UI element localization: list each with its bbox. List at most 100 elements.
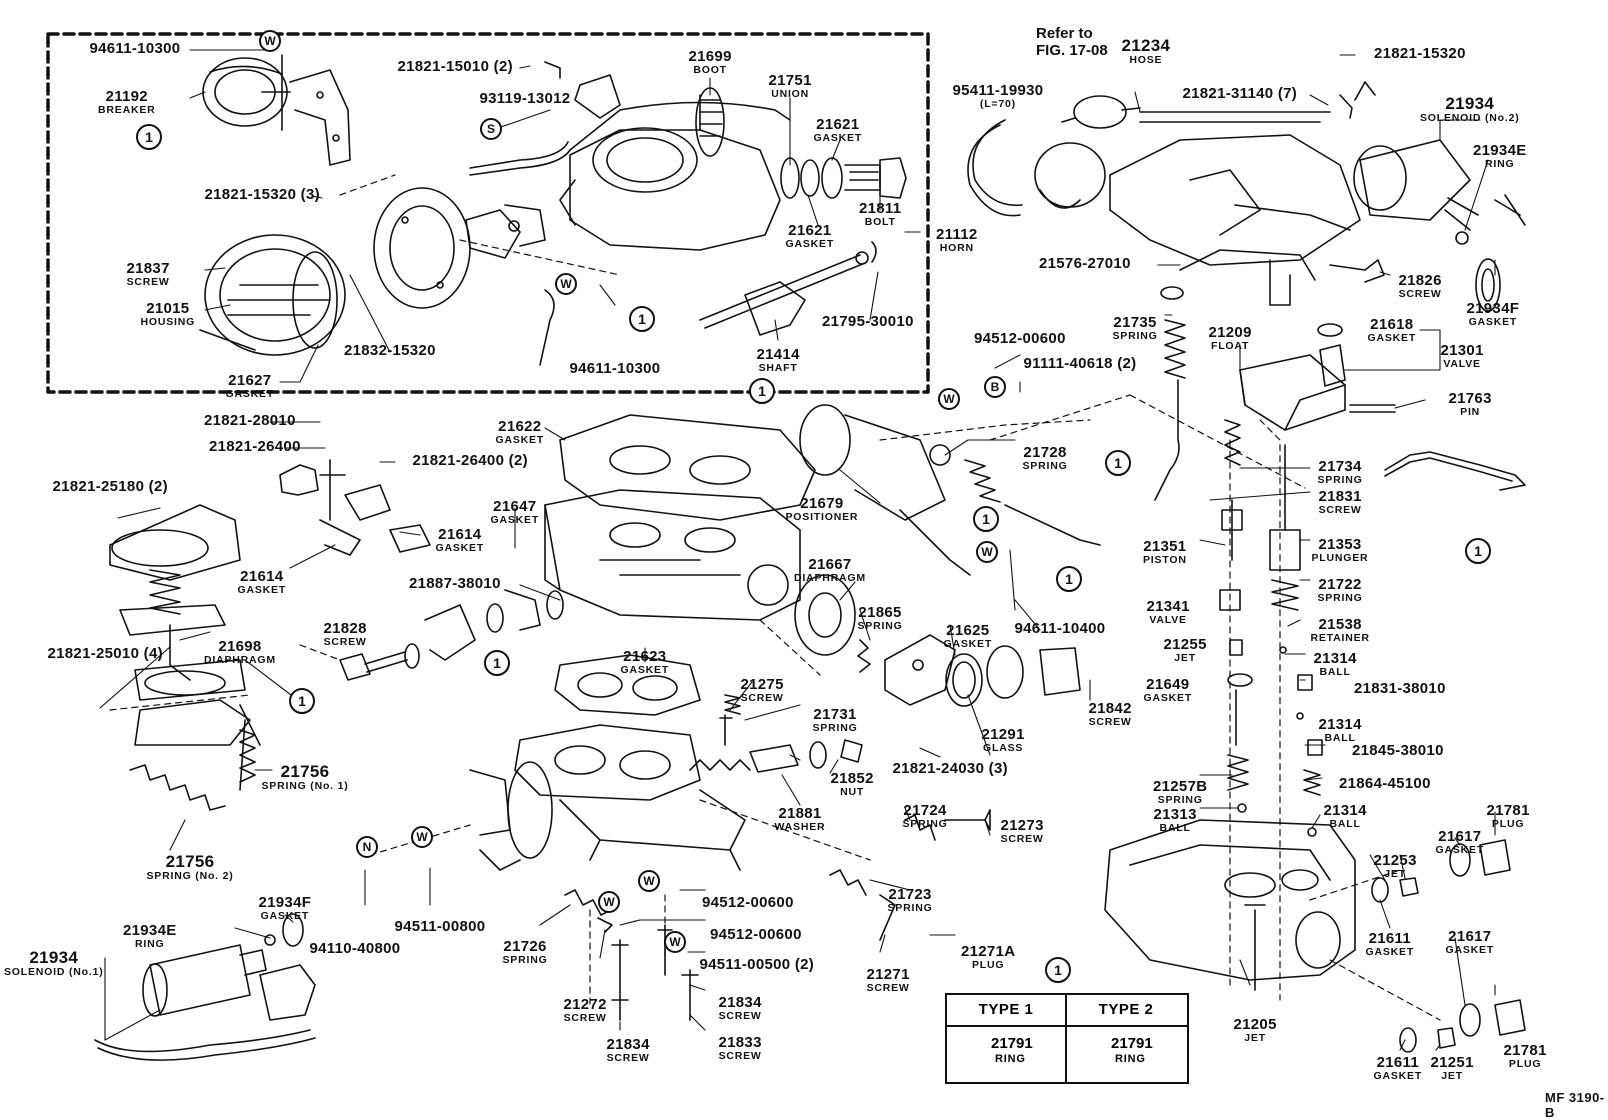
gasket-plate-drawing (373, 187, 471, 309)
choke-rod-drawing (1384, 451, 1526, 491)
marker-circle-1-7: 1 (484, 650, 510, 676)
part-number: 21821-31140 (7) (1182, 85, 1298, 102)
part-label-21821-15010: 21821-15010 (2) (398, 59, 513, 74)
part-number: 21763 (1448, 390, 1492, 407)
part-name: SCREW (718, 1050, 762, 1062)
part-number: 21234 (1121, 36, 1171, 55)
part-name: SPRING (502, 954, 548, 966)
marker-n-19: N (356, 836, 378, 858)
part-number: 21821-15320 (1374, 45, 1466, 62)
part-number: 21273 (1000, 817, 1044, 834)
part-number: 21271A (961, 943, 1016, 960)
part-number: 21735 (1113, 314, 1157, 331)
part-number: 21667 (808, 556, 852, 573)
part-label-21887-38010: 21887-38010 (409, 576, 501, 591)
part-name: GASKET (1373, 1070, 1423, 1082)
part-name: BALL (1324, 732, 1356, 744)
part-number: 21614 (438, 526, 482, 543)
part-number: 21205 (1233, 1016, 1277, 1033)
part-number: 21614 (240, 568, 284, 585)
marker-w-11: W (938, 388, 960, 410)
part-name: (L=70) (979, 98, 1016, 110)
part-number: 21576-27010 (1039, 255, 1131, 272)
breaker-drawing (202, 54, 351, 166)
marker-w-12: W (976, 541, 998, 563)
small-springs-drawing (564, 694, 936, 916)
screw-21828-drawing (339, 589, 564, 681)
legend-type1-cell: 21791 RING (947, 1031, 1065, 1079)
part-number: 21887-38010 (409, 575, 501, 592)
part-name: PIN (1460, 406, 1481, 418)
part-number: 21934F (258, 894, 312, 911)
part-number: 21275 (740, 676, 784, 693)
throttle-spring-drawing (689, 739, 863, 773)
part-name: GASKET (813, 132, 863, 144)
part-name: SOLENOID (No.1) (4, 966, 104, 978)
part-number: 21751 (768, 72, 812, 89)
part-name: DIAPHRAGM (204, 654, 276, 666)
reference-note-line1: Refer to (1036, 25, 1093, 42)
marker-circle-1-3: 1 (1105, 450, 1131, 476)
tube-drawing (469, 101, 791, 366)
part-number: 21724 (903, 802, 947, 819)
part-number: 21881 (778, 805, 822, 822)
part-number: 21934 (1445, 94, 1495, 113)
part-name: SCREW (1088, 716, 1132, 728)
dashpot-hose-drawing (967, 95, 1331, 217)
marker-w-16: W (664, 931, 686, 953)
part-name: RING (135, 938, 165, 950)
marker-w-13: W (411, 826, 433, 848)
bracket-drawing (544, 61, 621, 119)
housing-drawing (199, 234, 346, 356)
solenoid-1-drawing (94, 913, 316, 1061)
part-number: 93119-13012 (479, 90, 571, 107)
part-name: GASKET (620, 664, 670, 676)
throttle-body-drawing (469, 724, 746, 871)
part-number: 21209 (1208, 324, 1252, 341)
part-label-94512-00600t: 94512-00600 (974, 331, 1066, 346)
part-number: 21834 (718, 994, 762, 1011)
marker-w-10: W (555, 273, 577, 295)
marker-circle-1-1: 1 (629, 306, 655, 332)
marker-w-9: W (259, 30, 281, 52)
part-name: SPRING (1157, 794, 1203, 806)
part-name: GASKET (495, 434, 545, 446)
shaft-drawing (699, 241, 877, 336)
part-label-21821-25180: 21821-25180 (2) (53, 479, 168, 494)
part-number: 21112 (936, 226, 978, 243)
part-name: SPRING (812, 722, 858, 734)
part-number: 21934 (29, 948, 79, 967)
part-name: SCREW (718, 1010, 762, 1022)
part-label-91111-40618: 91111-40618 (2) (1024, 356, 1137, 371)
marker-circle-1-2: 1 (749, 378, 775, 404)
part-name: GASKET (785, 238, 835, 250)
part-number: 94512-00600 (702, 894, 794, 911)
part-name: NUT (840, 786, 865, 798)
part-number: 21341 (1146, 598, 1190, 615)
part-name: SCREW (606, 1052, 650, 1064)
upper-body-drawing (1109, 81, 1376, 306)
part-number: 21734 (1318, 458, 1362, 475)
part-label-21821-15320c: 21821-15320 (3) (205, 187, 320, 202)
part-number: 21314 (1313, 650, 1357, 667)
